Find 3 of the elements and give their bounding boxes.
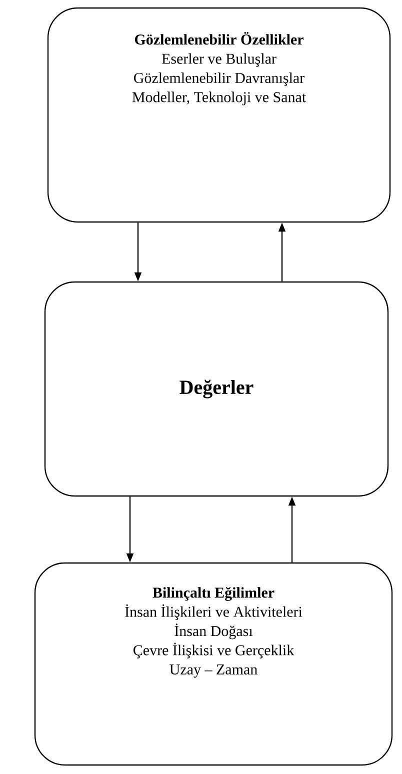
rounded-box: Değerler	[44, 281, 389, 497]
rounded-box: Gözlemlenebilir Özellikler Eserler ve Buluşlar Gözlemlenebilir Davranışlar Modeller, Teknoloji ve Sanat	[47, 7, 391, 223]
rounded-box: Bilinçaltı Eğilimler İnsan İlişkileri ve Aktiviteleri İnsan Doğası Çevre İlişkisi ve Gerçeklik Uzay – Zaman	[34, 562, 393, 766]
